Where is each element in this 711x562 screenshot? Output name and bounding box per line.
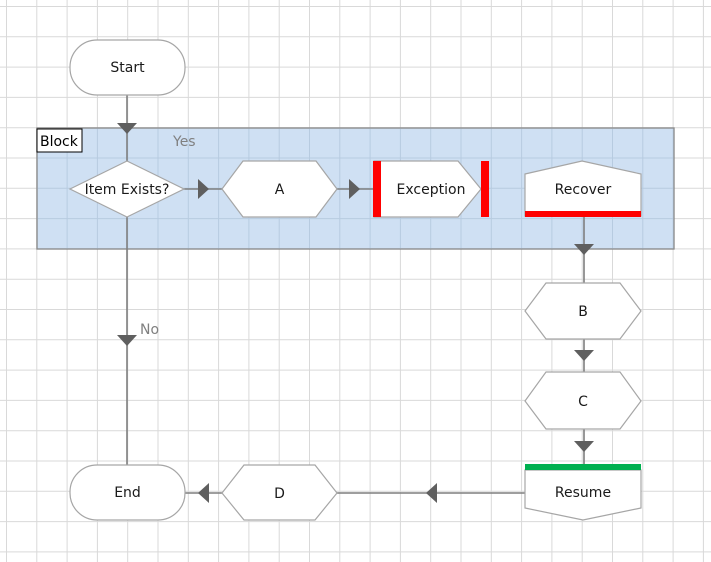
block-border [36,127,675,250]
decision-shape [68,160,186,218]
connectors [117,95,594,503]
node-exception-label: Exception [397,182,466,198]
arrow-right-icon [349,179,360,199]
node-recover[interactable]: Recover [524,160,642,217]
hexagon-shape [221,160,338,218]
arrow-right-icon [198,179,209,199]
arrow-down-icon [574,244,594,255]
node-start-label: Start [110,60,145,76]
node-start[interactable]: Start [69,39,186,96]
node-c[interactable]: C [524,371,642,430]
node-b-label: B [578,304,588,320]
arrow-down-icon [117,335,137,346]
node-end-label: End [114,485,141,501]
hexagon-shape [524,282,642,340]
node-a-label: A [275,182,285,198]
node-d[interactable]: D [221,464,338,521]
terminator-shape [69,464,186,521]
arrow-down-icon [574,350,594,361]
hexagon-shape [524,371,642,430]
node-end[interactable]: End [69,464,186,521]
node-d-label: D [274,486,285,502]
recover-shape [524,160,642,217]
node-c-label: C [578,394,588,410]
node-decision-label: Item Exists? [85,182,170,198]
arrow-left-icon [426,483,437,503]
arrow-left-icon [198,483,209,503]
arrow-down-icon [117,123,137,134]
node-a[interactable]: A [221,160,338,218]
exception-marker-right [481,161,489,217]
node-resume[interactable]: Resume [524,464,642,521]
resume-marker [525,464,641,470]
node-resume-label: Resume [555,485,611,501]
block-title-box [36,128,83,153]
node-exception[interactable]: Exception [373,160,489,218]
node-recover-label: Recover [555,182,612,198]
arrow-down-icon [574,441,594,452]
recover-marker [525,211,641,217]
block-title: Block [40,134,79,150]
edge-label-yes: Yes [172,134,196,150]
terminator-shape [69,39,186,96]
exception-marker-left [373,161,381,217]
hexagon-shape [221,464,338,521]
node-b[interactable]: B [524,282,642,340]
node-decision[interactable]: Item Exists? [68,160,186,218]
edge-label-no: No [140,322,159,338]
